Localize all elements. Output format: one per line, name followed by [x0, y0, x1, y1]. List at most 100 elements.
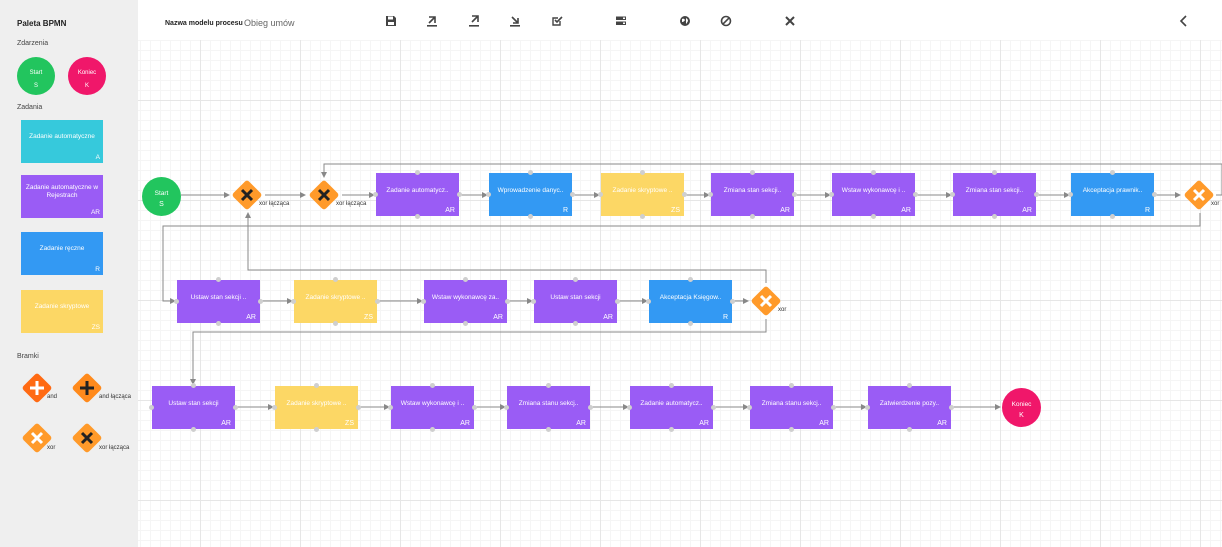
gateway-g3[interactable] — [1183, 179, 1214, 210]
palette-gateway-and-joining[interactable] — [71, 372, 102, 403]
connection-port[interactable] — [570, 192, 575, 197]
connection-port[interactable] — [1068, 192, 1073, 197]
connection-port[interactable] — [314, 383, 319, 388]
connection-port[interactable] — [421, 299, 426, 304]
palette-task-automatic[interactable]: Zadanie automatyczne A — [21, 120, 103, 163]
connection-port[interactable] — [375, 299, 380, 304]
task-t18[interactable]: Zmiana stanu sekcj.. AR — [750, 386, 833, 429]
connection-port[interactable] — [546, 427, 551, 432]
server-icon[interactable] — [615, 15, 627, 27]
connection-port[interactable] — [640, 214, 645, 219]
connection-port[interactable] — [546, 383, 551, 388]
connection-port[interactable] — [992, 214, 997, 219]
export-alt-icon[interactable] — [468, 15, 480, 27]
task-t4[interactable]: Zmiana stan sekcji.. AR — [711, 173, 794, 216]
connection-port[interactable] — [865, 405, 870, 410]
task-t15[interactable]: Wstaw wykonawcę i .. AR — [391, 386, 474, 429]
connection-port[interactable] — [415, 214, 420, 219]
task-t5[interactable]: Wstaw wykonawcę i .. AR — [832, 173, 915, 216]
connection-port[interactable] — [463, 277, 468, 282]
connection-port[interactable] — [272, 405, 277, 410]
task-t13[interactable]: Ustaw stan sekcji AR — [152, 386, 235, 429]
block-icon[interactable] — [720, 15, 732, 27]
globe-icon[interactable] — [679, 15, 691, 27]
connection-port[interactable] — [314, 427, 319, 432]
palette-task-automatic-registry[interactable]: Zadanie automatyczne w Rejestrach AR — [21, 175, 103, 218]
connection-port[interactable] — [457, 192, 462, 197]
task-t3[interactable]: Zadanie skryptowe .. ZS — [601, 173, 684, 216]
connection-port[interactable] — [505, 299, 510, 304]
connection-port[interactable] — [216, 321, 221, 326]
task-t7[interactable]: Akceptacja prawnik.. R — [1071, 173, 1154, 216]
task-t2[interactable]: Wprowadzenie danyc.. R — [489, 173, 572, 216]
task-t11[interactable]: Ustaw stan sekcji AR — [534, 280, 617, 323]
connection-port[interactable] — [149, 405, 154, 410]
gateway-g2[interactable] — [308, 179, 339, 210]
task-t14[interactable]: Zadanie skryptowe .. ZS — [275, 386, 358, 429]
connection-port[interactable] — [531, 299, 536, 304]
connection-port[interactable] — [688, 277, 693, 282]
connection-port[interactable] — [669, 427, 674, 432]
task-t10[interactable]: Wstaw wykonawcę za.. AR — [424, 280, 507, 323]
connection-port[interactable] — [333, 277, 338, 282]
gateway-g1[interactable] — [231, 179, 262, 210]
start-event[interactable]: Start S — [142, 177, 181, 216]
connection-port[interactable] — [356, 405, 361, 410]
task-t17[interactable]: Zadanie automatycz.. AR — [630, 386, 713, 429]
connection-port[interactable] — [291, 299, 296, 304]
connection-port[interactable] — [388, 405, 393, 410]
export-icon[interactable] — [426, 15, 438, 27]
task-t1[interactable]: Zadanie automatycz.. AR — [376, 173, 459, 216]
connection-port[interactable] — [1034, 192, 1039, 197]
connection-port[interactable] — [430, 383, 435, 388]
connection-port[interactable] — [750, 170, 755, 175]
connection-port[interactable] — [646, 299, 651, 304]
connection-port[interactable] — [640, 170, 645, 175]
connection-port[interactable] — [907, 383, 912, 388]
connection-port[interactable] — [789, 427, 794, 432]
connection-port[interactable] — [573, 321, 578, 326]
connection-port[interactable] — [688, 321, 693, 326]
connection-port[interactable] — [504, 405, 509, 410]
connection-port[interactable] — [871, 170, 876, 175]
end-event[interactable]: Koniec K — [1002, 388, 1041, 427]
palette-gateway-and[interactable] — [21, 372, 52, 403]
model-name-input[interactable]: Obieg umów — [244, 18, 295, 28]
connection-port[interactable] — [216, 277, 221, 282]
connection-port[interactable] — [711, 405, 716, 410]
connection-port[interactable] — [258, 299, 263, 304]
connection-port[interactable] — [233, 405, 238, 410]
task-t16[interactable]: Zmiana stanu sekcj.. AR — [507, 386, 590, 429]
palette-task-manual[interactable]: Zadanie ręczne R — [21, 232, 103, 275]
palette-end-event[interactable]: Koniec K — [68, 57, 106, 95]
connection-port[interactable] — [1110, 214, 1115, 219]
connection-port[interactable] — [472, 405, 477, 410]
connection-port[interactable] — [598, 192, 603, 197]
connection-port[interactable] — [486, 192, 491, 197]
import-icon[interactable] — [509, 15, 521, 27]
connection-port[interactable] — [174, 299, 179, 304]
connection-port[interactable] — [627, 405, 632, 410]
connection-port[interactable] — [750, 214, 755, 219]
connection-port[interactable] — [708, 192, 713, 197]
task-t12[interactable]: Akceptacja Księgow.. R — [649, 280, 732, 323]
connection-port[interactable] — [829, 192, 834, 197]
chevron-left-icon[interactable] — [1178, 15, 1190, 27]
connection-port[interactable] — [191, 427, 196, 432]
connection-port[interactable] — [528, 170, 533, 175]
gateway-g4[interactable] — [750, 285, 781, 316]
task-t6[interactable]: Zmiana stan sekcji.. AR — [953, 173, 1036, 216]
connection-port[interactable] — [871, 214, 876, 219]
palette-task-script[interactable]: Zadanie skryptowe ZS — [21, 290, 103, 333]
connection-port[interactable] — [573, 277, 578, 282]
connection-port[interactable] — [1152, 192, 1157, 197]
connection-port[interactable] — [588, 405, 593, 410]
connection-port[interactable] — [373, 192, 378, 197]
connection-port[interactable] — [463, 321, 468, 326]
connection-port[interactable] — [730, 299, 735, 304]
connection-port[interactable] — [950, 192, 955, 197]
connection-port[interactable] — [747, 405, 752, 410]
connection-port[interactable] — [528, 214, 533, 219]
connection-port[interactable] — [907, 427, 912, 432]
connection-port[interactable] — [430, 427, 435, 432]
